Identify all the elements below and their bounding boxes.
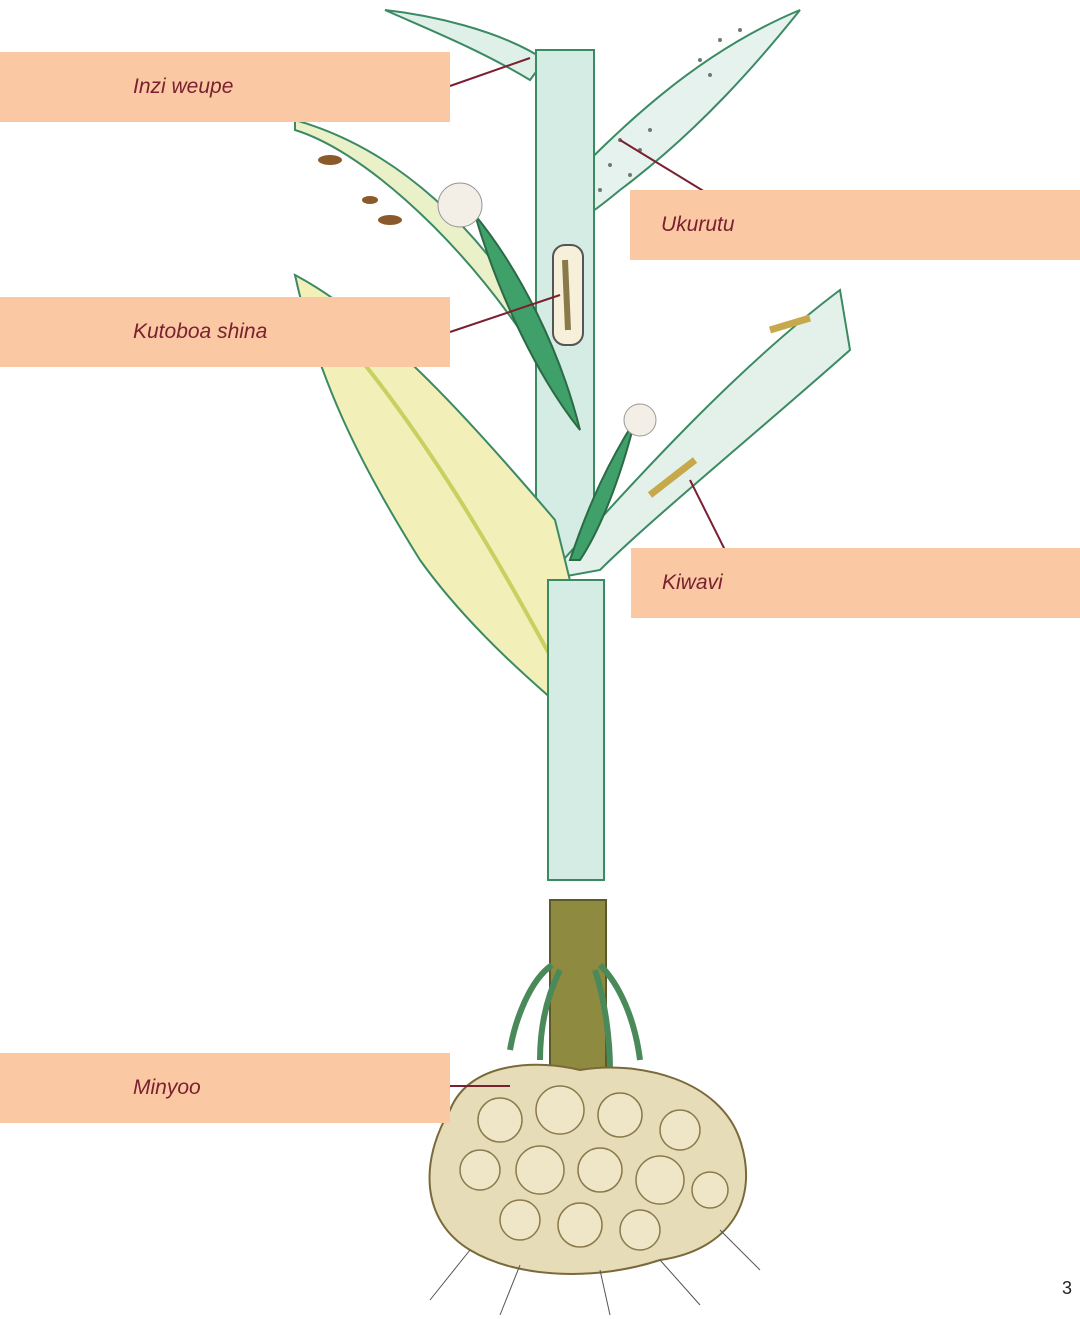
- page-number: 3: [1062, 1278, 1072, 1299]
- label-caterpillar: Kiwavi: [631, 548, 1080, 618]
- brown-spot: [318, 155, 342, 165]
- label-whitefly-text: Inzi weupe: [133, 75, 233, 99]
- label-caterpillar-text: Kiwavi: [662, 571, 723, 595]
- label-nematodes: Minyoo: [0, 1053, 450, 1123]
- label-mildew: Ukurutu: [630, 190, 1080, 260]
- label-nematodes-text: Minyoo: [133, 1076, 201, 1100]
- brown-spot: [362, 196, 378, 204]
- tassel: [438, 183, 482, 227]
- brown-spot: [378, 215, 402, 225]
- label-mildew-text: Ukurutu: [661, 213, 735, 237]
- label-whitefly: Inzi weupe: [0, 52, 450, 122]
- stem-borer-larva: [565, 260, 568, 330]
- label-stem-borer-text: Kutoboa shina: [133, 320, 267, 344]
- label-stem-borer: Kutoboa shina: [0, 297, 450, 367]
- lower-stem: [548, 580, 604, 880]
- tassel: [624, 404, 656, 436]
